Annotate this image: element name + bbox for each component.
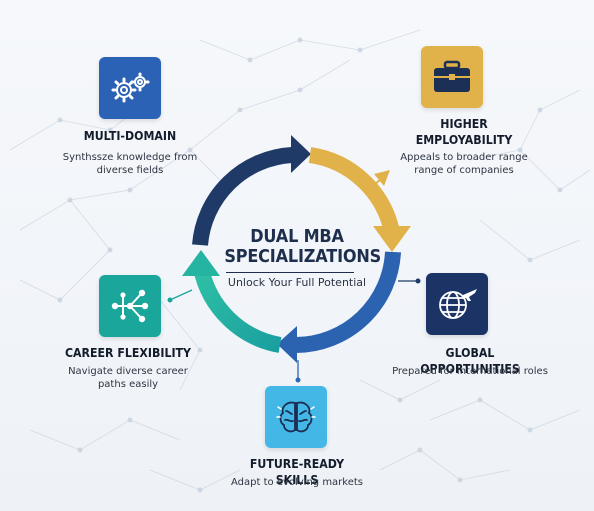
career-flexibility-tile (99, 275, 161, 337)
future-ready-skills-tile (265, 386, 327, 448)
multi-domain-desc: Synthssze knowledge from diverse fields (62, 152, 198, 176)
ring-segment-gold (308, 147, 400, 234)
globe-plane-icon (439, 289, 477, 319)
career-flexibility-title: CAREER FLEXIBILITY (64, 345, 192, 360)
ring-arrowhead-gold (373, 226, 411, 252)
higher-employability-tile (421, 46, 483, 108)
center-divider (226, 272, 354, 273)
center-subtitle: Unlock Your Full Potential (227, 276, 367, 289)
ring-segment-navy (192, 147, 293, 246)
ring-arrowhead-blue (277, 326, 297, 363)
future-ready-skills-desc: Adapt to evolving markets (230, 477, 364, 488)
future-ready-skills-title: FUTURE-READY SKILLS (249, 456, 345, 487)
global-opportunities-desc: Prepared for international roles (392, 366, 548, 377)
ring-segment-teal (193, 266, 282, 353)
center-title: DUAL MBA SPECIALIZATIONS (224, 227, 382, 267)
connector-dot-global (415, 278, 421, 284)
higher-employability-desc: Appeals to broader range range of compan… (400, 152, 528, 176)
connector-dot-future (295, 377, 301, 383)
multi-domain-title: MULTI-DOMAIN (83, 128, 177, 143)
multi-domain-tile (99, 57, 161, 119)
briefcase-icon (434, 60, 470, 92)
ring-arrowhead-teal (182, 250, 220, 276)
ring-segment-blue (295, 251, 401, 353)
higher-employability-title: HIGHER EMPLOYABILITY (415, 116, 513, 147)
global-opportunities-tile (426, 273, 488, 335)
ring-arrowhead-navy (291, 135, 311, 173)
network-icon (111, 289, 149, 323)
brain-icon (276, 401, 316, 433)
career-flexibility-desc: Navigate diverse career paths easily (68, 366, 188, 390)
gears-icon (111, 72, 150, 103)
global-opportunities-title: GLOBAL OPPORTUNITIES (420, 345, 520, 376)
connector-career (169, 289, 193, 301)
connector-dot-career (167, 297, 173, 303)
connector-arrowhead-employ (374, 170, 390, 186)
